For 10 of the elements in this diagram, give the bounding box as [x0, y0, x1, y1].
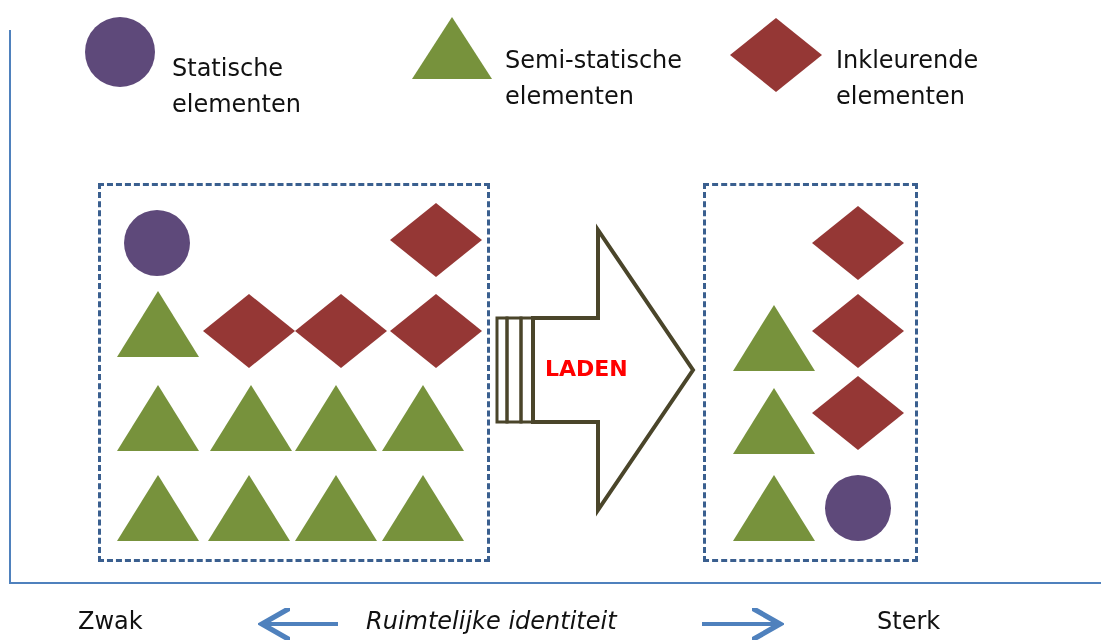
- legend-text: Inkleurende elementen: [836, 45, 980, 112]
- axis-title: Ruimtelijke identiteit: [366, 606, 617, 637]
- edge-label: LADEN: [545, 356, 628, 381]
- block-arrow: [495, 223, 696, 517]
- legend-text: Semi-statische elementen: [505, 45, 684, 112]
- dashed-group-box: [703, 183, 918, 562]
- dashed-group-box: [98, 183, 490, 562]
- axis-end-label: Zwak: [78, 606, 143, 637]
- axis-end-label: Sterk: [877, 606, 941, 637]
- legend-text: Statische elementen: [172, 53, 302, 120]
